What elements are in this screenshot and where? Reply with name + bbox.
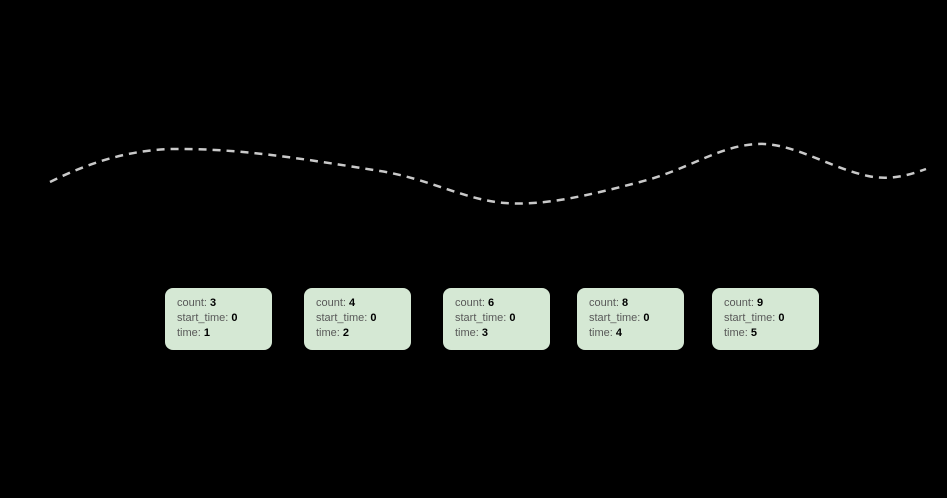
count-line: count: 8: [589, 296, 684, 311]
count-value: 8: [622, 297, 629, 309]
time-value: 5: [750, 327, 758, 339]
count-label: count:: [177, 297, 207, 309]
start-time-value: 0: [231, 312, 238, 324]
time-value: 2: [342, 327, 350, 339]
time-value: 4: [615, 327, 623, 339]
start-time-line: start_time: 0: [455, 311, 550, 326]
count-line: count: 6: [455, 296, 550, 311]
start-time-value: 0: [778, 312, 785, 324]
time-label: time:: [455, 327, 479, 339]
time-line: time: 5: [724, 326, 819, 341]
count-line: count: 3: [177, 296, 272, 311]
state-card: count: 6 start_time: 0 time: 3: [443, 288, 550, 350]
start-time-label: start_time:: [589, 312, 641, 324]
start-time-label: start_time:: [177, 312, 229, 324]
count-line: count: 9: [724, 296, 819, 311]
count-line: count: 4: [316, 296, 411, 311]
time-label: time:: [589, 327, 613, 339]
count-value: 3: [210, 297, 217, 309]
time-line: time: 4: [589, 326, 684, 341]
start-time-line: start_time: 0: [316, 311, 411, 326]
count-value: 4: [349, 297, 356, 309]
dashed-curve-path: [49, 142, 927, 205]
time-value: 1: [203, 327, 211, 339]
start-time-label: start_time:: [455, 312, 507, 324]
count-value: 9: [757, 297, 764, 309]
count-label: count:: [455, 297, 485, 309]
start-time-line: start_time: 0: [177, 311, 272, 326]
time-label: time:: [724, 327, 748, 339]
count-value: 6: [488, 297, 495, 309]
state-card: count: 4 start_time: 0 time: 2: [304, 288, 411, 350]
state-card: count: 3 start_time: 0 time: 1: [165, 288, 272, 350]
time-label: time:: [316, 327, 340, 339]
time-line: time: 3: [455, 326, 550, 341]
time-line: time: 2: [316, 326, 411, 341]
start-time-line: start_time: 0: [724, 311, 819, 326]
time-label: time:: [177, 327, 201, 339]
start-time-value: 0: [509, 312, 516, 324]
start-time-line: start_time: 0: [589, 311, 684, 326]
state-card: count: 9 start_time: 0 time: 5: [712, 288, 819, 350]
count-label: count:: [316, 297, 346, 309]
start-time-value: 0: [370, 312, 377, 324]
time-line: time: 1: [177, 326, 272, 341]
state-card: count: 8 start_time: 0 time: 4: [577, 288, 684, 350]
time-value: 3: [481, 327, 489, 339]
start-time-label: start_time:: [316, 312, 368, 324]
start-time-value: 0: [643, 312, 650, 324]
count-label: count:: [724, 297, 754, 309]
count-label: count:: [589, 297, 619, 309]
start-time-label: start_time:: [724, 312, 776, 324]
